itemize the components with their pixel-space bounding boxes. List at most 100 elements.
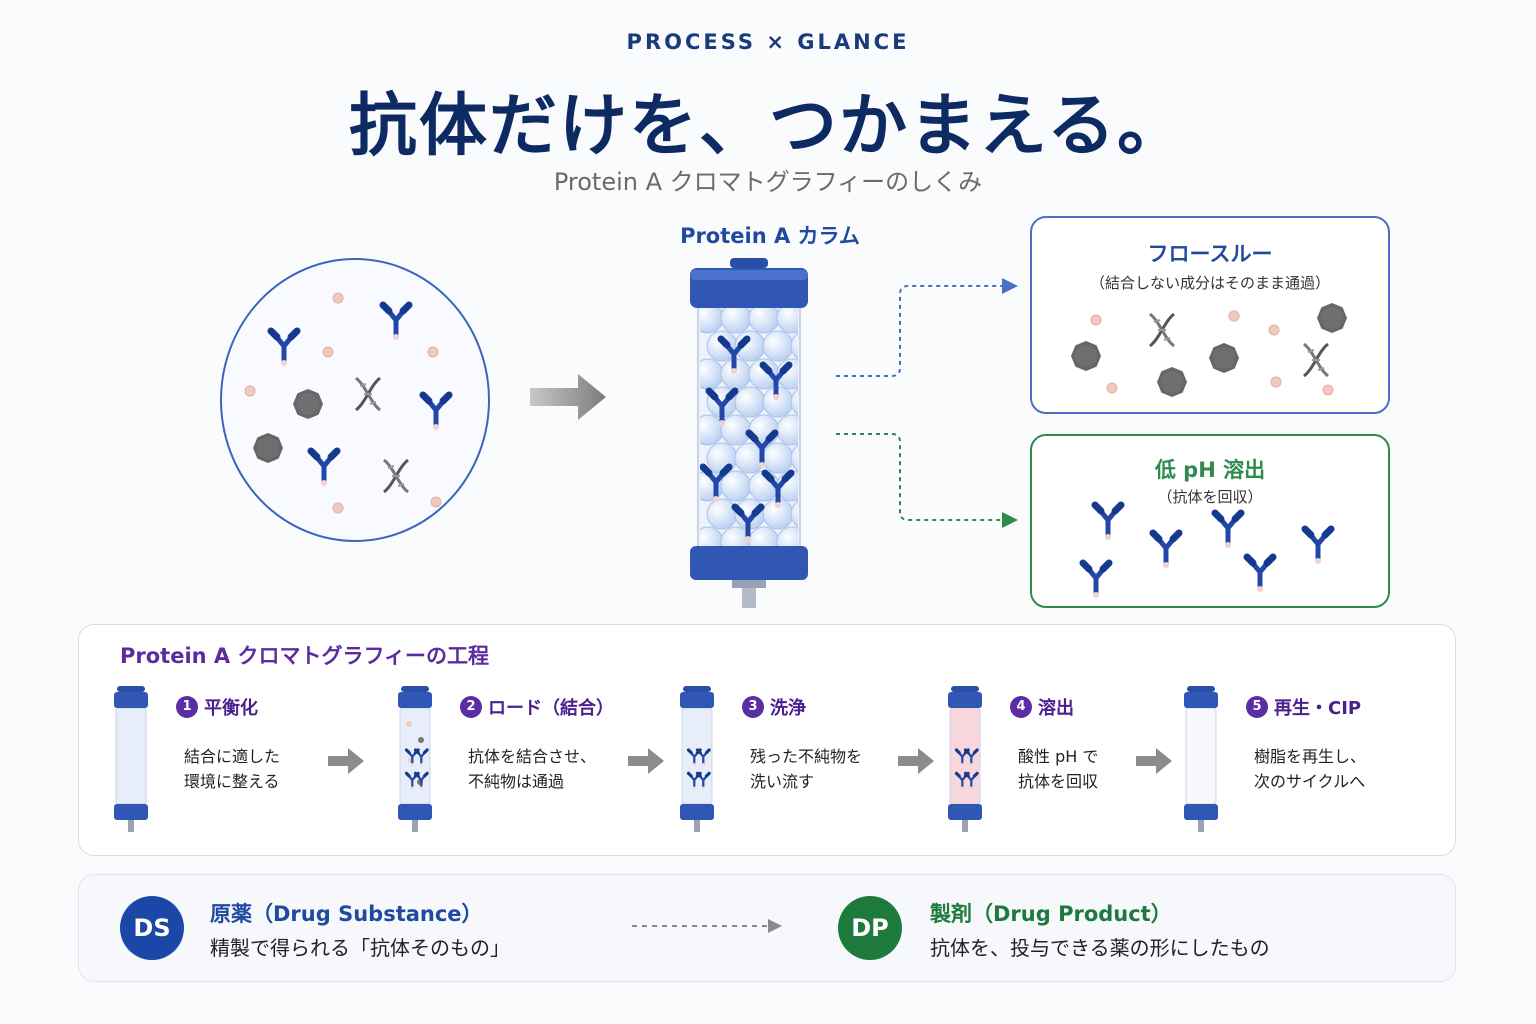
step-heading: 2 ロード（結合） bbox=[460, 694, 614, 720]
ds-title: 原薬（Drug Substance） bbox=[210, 902, 483, 926]
step-description: 樹脂を再生し、次のサイクルへ bbox=[1254, 744, 1414, 794]
impurity-particle-icon bbox=[332, 502, 344, 514]
arrow-right-icon bbox=[530, 374, 606, 420]
column-icon bbox=[948, 686, 982, 832]
step-name: 溶出 bbox=[1038, 698, 1074, 719]
dp-badge: DP bbox=[838, 896, 902, 960]
eyebrow: PROCESS × GLANCE bbox=[626, 30, 910, 54]
impurity-particle-icon bbox=[1157, 367, 1187, 397]
protein-sphere-icon bbox=[706, 442, 738, 474]
step-description: 残った不純物を洗い流す bbox=[750, 744, 910, 794]
step-number-badge: 4 bbox=[1010, 696, 1032, 718]
protein-sphere-icon bbox=[720, 414, 752, 446]
step-name: 平衡化 bbox=[204, 698, 258, 719]
protein-sphere-icon bbox=[762, 330, 794, 362]
impurity-particle-icon bbox=[332, 292, 344, 304]
step-name: 洗浄 bbox=[770, 698, 806, 719]
step-description-line: 環境に整える bbox=[184, 772, 280, 791]
step-description-line: 抗体を結合させ、 bbox=[468, 747, 597, 766]
step-heading: 3 洗浄 bbox=[742, 694, 806, 720]
flow-connectors bbox=[836, 278, 1018, 528]
impurity-particle-icon bbox=[427, 346, 439, 358]
step-heading: 1 平衡化 bbox=[176, 694, 258, 720]
elution-subtitle: （抗体を回収） bbox=[1157, 488, 1263, 506]
arrow-right-icon bbox=[632, 919, 782, 933]
column-icon bbox=[398, 686, 432, 832]
process-steps-panel bbox=[78, 624, 1456, 856]
dp-description: 抗体を、投与できる薬の形にしたもの bbox=[930, 936, 1270, 960]
impurity-particle-icon bbox=[322, 346, 334, 358]
antibody-icon bbox=[1153, 533, 1179, 568]
arrow-right-icon bbox=[1136, 748, 1172, 774]
ds-badge: DS bbox=[120, 896, 184, 960]
step-name: 再生・CIP bbox=[1274, 698, 1362, 719]
impurity-particle-icon bbox=[1228, 310, 1240, 322]
step-description-line: 次のサイクルへ bbox=[1254, 772, 1366, 791]
ds-description: 精製で得られる「抗体そのもの」 bbox=[210, 936, 510, 960]
page-subtitle: Protein A クロマトグラフィーのしくみ bbox=[553, 168, 983, 196]
protein-sphere-icon bbox=[790, 388, 798, 416]
step-number-badge: 5 bbox=[1246, 696, 1268, 718]
column-icon bbox=[680, 686, 714, 832]
arrow-right-icon bbox=[898, 748, 934, 774]
step-description: 結合に適した環境に整える bbox=[184, 744, 344, 794]
page-title: 抗体だけを、つかまえる。 bbox=[349, 87, 1187, 166]
step-name: ロード（結合） bbox=[488, 698, 614, 719]
dp-title: 製剤（Drug Product） bbox=[930, 902, 1172, 926]
step-description-line: 酸性 pH で bbox=[1018, 747, 1099, 766]
step-description-line: 樹脂を再生し、 bbox=[1254, 747, 1367, 766]
column-icon bbox=[114, 686, 148, 832]
step-number-badge: 3 bbox=[742, 696, 764, 718]
dna-icon bbox=[1302, 342, 1330, 378]
flow-through-subtitle: （結合しない成分はそのまま通過） bbox=[1089, 274, 1330, 292]
impurity-particle-icon bbox=[1090, 314, 1102, 326]
impurity-particle-icon bbox=[1071, 341, 1101, 371]
protein-sphere-icon bbox=[790, 332, 798, 360]
impurity-particle-icon bbox=[253, 433, 283, 463]
impurity-particle-icon bbox=[1322, 384, 1334, 396]
process-title: Protein A クロマトグラフィーの工程 bbox=[120, 644, 490, 668]
step-heading: 5 再生・CIP bbox=[1246, 694, 1361, 720]
antibody-icon bbox=[1305, 529, 1331, 564]
arrow-right-icon bbox=[628, 748, 664, 774]
impurity-particle-icon bbox=[1209, 343, 1239, 373]
antibody-icon bbox=[1095, 505, 1121, 540]
impurity-particle-icon bbox=[293, 389, 323, 419]
arrow-right-icon bbox=[1002, 278, 1018, 294]
impurity-particle-icon bbox=[1317, 303, 1347, 333]
step-heading: 4 溶出 bbox=[1010, 694, 1074, 720]
column-label: Protein A カラム bbox=[680, 224, 860, 248]
mixture-circle bbox=[220, 258, 490, 542]
impurity-particle-icon bbox=[1268, 324, 1280, 336]
protein-sphere-icon bbox=[776, 306, 798, 334]
arrow-right-icon bbox=[328, 748, 364, 774]
step-number-badge: 1 bbox=[176, 696, 198, 718]
flow-through-panel: フロースルー （結合しない成分はそのまま通過） bbox=[1030, 216, 1390, 414]
step-description-line: 抗体を回収 bbox=[1018, 772, 1099, 791]
step-description: 抗体を結合させ、不純物は通過 bbox=[468, 744, 628, 794]
impurity-particle-icon bbox=[244, 385, 256, 397]
antibody-icon bbox=[1083, 563, 1109, 598]
ds-dp-panel bbox=[78, 874, 1456, 982]
flow-through-title: フロースルー bbox=[1147, 242, 1273, 266]
elution-panel: 低 pH 溶出 （抗体を回収） bbox=[1030, 434, 1390, 608]
protein-sphere-icon bbox=[720, 470, 752, 502]
step-description-line: 不純物は通過 bbox=[468, 772, 565, 791]
step-number-badge: 2 bbox=[460, 696, 482, 718]
step-description: 酸性 pH で抗体を回収 bbox=[1018, 744, 1178, 794]
protein-sphere-icon bbox=[706, 498, 738, 530]
arrow-right-icon bbox=[1002, 512, 1018, 528]
protein-sphere-icon bbox=[790, 444, 798, 472]
protein-sphere-icon bbox=[776, 358, 798, 390]
protein-sphere-icon bbox=[776, 414, 798, 446]
protein-sphere-icon bbox=[762, 442, 794, 474]
impurity-particle-icon bbox=[1106, 382, 1118, 394]
dna-icon bbox=[1148, 312, 1176, 348]
step-description-line: 結合に適した bbox=[184, 747, 281, 766]
step-description-line: 洗い流す bbox=[750, 772, 815, 791]
elution-title: 低 pH 溶出 bbox=[1154, 458, 1266, 482]
column-icon bbox=[690, 258, 808, 608]
protein-sphere-icon bbox=[790, 500, 798, 528]
antibody-icon bbox=[1215, 513, 1241, 548]
step-description-line: 残った不純物を bbox=[750, 747, 863, 766]
